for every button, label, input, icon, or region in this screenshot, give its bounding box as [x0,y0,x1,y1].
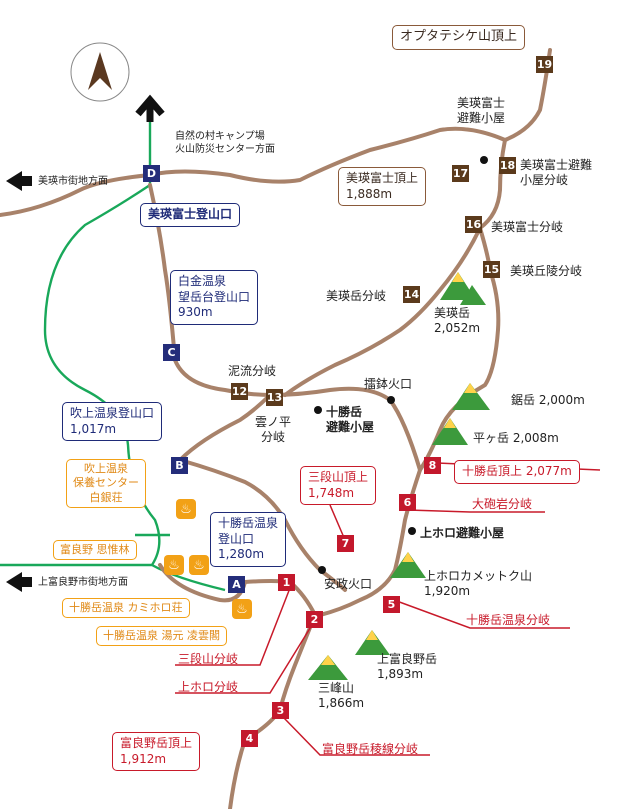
waypoint-marker-1[interactable]: 1 [278,574,295,591]
north-arrow-icon [88,52,112,90]
waypoint-elev: 1,888m [346,186,393,201]
road-line [0,105,226,592]
hot-spring-icon: ♨ [164,555,184,575]
arrow-up-icon [135,94,165,122]
waypoint-marker-3[interactable]: 3 [272,702,289,719]
hot-spring-icon: ♨ [189,555,209,575]
peak-name: 上富良野岳 [377,652,438,666]
arrow-left-icon [6,171,32,191]
waypoint-marker-15[interactable]: 15 [483,261,500,278]
waypoint-marker-7[interactable]: 7 [337,535,354,552]
waypoint-elev: 1,912m [120,751,167,766]
trailhead-name: 十勝岳温泉 登山口 [218,516,279,546]
direction-line: 自然の村キャンプ場 [175,131,265,142]
trailhead-elev: 1,017m [70,421,117,436]
waypoint-marker-16[interactable]: 16 [465,216,482,233]
hut-dot [480,156,488,164]
peak-name: 上ホロカメットク山 [424,569,533,583]
waypoint-1-label: 三段山分岐 [178,652,239,666]
trailhead-marker-a[interactable]: A [228,576,245,593]
hut-kamihoro: 上ホロ避難小屋 [420,526,505,540]
peak-elev: 1,866m [318,696,365,710]
waypoint-marker-17[interactable]: 17 [452,165,469,182]
waypoint-15-label: 美瑛丘陵分岐 [510,264,583,278]
onsen-kamihoro-so-label: 十勝岳温泉 カミホロ荘 [62,598,190,619]
crater-dot [387,396,395,404]
waypoint-name: 美瑛富士頂上 [346,171,419,185]
trailhead-elev: 930m [178,305,213,320]
trailhead-elev: 1,280m [218,547,265,562]
mountain-icons [308,272,490,680]
waypoint-marker-19[interactable]: 19 [536,56,553,73]
onsen-fukiage-label: 吹上温泉 保養センター 白銀荘 [66,459,146,508]
peak-taira: 平ヶ岳 2,008m [473,431,559,445]
peak-elev: 1,893m [377,667,424,681]
waypoint-16-label: 美瑛富士分岐 [491,220,564,234]
waypoint-13-label: 雲ノ平 分岐 [255,415,292,444]
waypoint-6-label: 大砲岩分岐 [472,497,533,511]
waypoint-12-label: 泥流分岐 [228,364,277,378]
trailhead-d-label: 美瑛富士登山口 [140,203,241,227]
waypoint-name: 富良野岳頂上 [120,736,193,750]
waypoint-name: 三段山頂上 [308,470,369,484]
peak-nokogiri: 鋸岳 2,000m [511,393,585,407]
waypoint-marker-6[interactable]: 6 [399,494,416,511]
hut-tokachi: 十勝岳 避難小屋 [326,405,375,434]
waypoint-18-label: 美瑛富士避難 小屋分岐 [520,158,593,187]
hut-biei-fuji: 美瑛富士 避難小屋 [457,96,506,125]
crater-suribachi: 擂鉢火口 [364,377,413,391]
waypoint-marker-13[interactable]: 13 [266,389,283,406]
waypoint-marker-14[interactable]: 14 [403,286,420,303]
waypoint-marker-12[interactable]: 12 [231,383,248,400]
hot-spring-icon: ♨ [232,599,252,619]
waypoint-marker-18[interactable]: 18 [499,157,516,174]
kamifurano-town-direction: 上富良野市街地方面 [38,577,128,588]
waypoint-elev: 1,748m [308,485,355,500]
peak-elev: 2,052m [434,321,481,335]
waypoint-14-label: 美瑛岳分岐 [326,289,387,303]
peak-name: 美瑛岳 [434,306,471,320]
trailhead-marker-d[interactable]: D [143,165,160,182]
biei-town-direction: 美瑛市街地方面 [38,176,108,187]
crater-ansei: 安政火口 [324,577,373,591]
peak-elev: 1,920m [424,584,471,598]
waypoint-8-label: 十勝岳頂上 2,077m [454,460,580,484]
waypoint-marker-4[interactable]: 4 [241,730,258,747]
trailhead-marker-b[interactable]: B [171,457,188,474]
waypoint-marker-5[interactable]: 5 [383,596,400,613]
onsen-ryounkaku-label: 十勝岳温泉 湯元 凌雲閣 [96,626,227,647]
hut-dot [314,406,322,414]
hut-dot [408,527,416,535]
waypoint-marker-8[interactable]: 8 [424,457,441,474]
onsen-furanono-label: 富良野 思惟林 [53,540,137,561]
crater-dot [318,566,326,574]
waypoint-3-label: 富良野岳稜線分岐 [322,742,419,756]
camp-direction: 自然の村キャンプ場 火山防災センター方面 [175,131,275,156]
hot-spring-icon: ♨ [176,499,196,519]
trailhead-name: 白金温泉 望岳台登山口 [178,274,251,304]
trailhead-marker-c[interactable]: C [163,344,180,361]
peak-name: 三峰山 [318,681,355,695]
arrow-left-icon [6,572,32,592]
trailhead-name: 吹上温泉登山口 [70,406,155,420]
direction-line: 火山防災センター方面 [175,143,275,155]
waypoint-5-label: 十勝岳温泉分岐 [466,613,551,627]
waypoint-19-label: オプタテシケ山頂上 [392,25,526,50]
waypoint-marker-2[interactable]: 2 [306,611,323,628]
waypoint-2-label: 上ホロ分岐 [178,680,239,694]
